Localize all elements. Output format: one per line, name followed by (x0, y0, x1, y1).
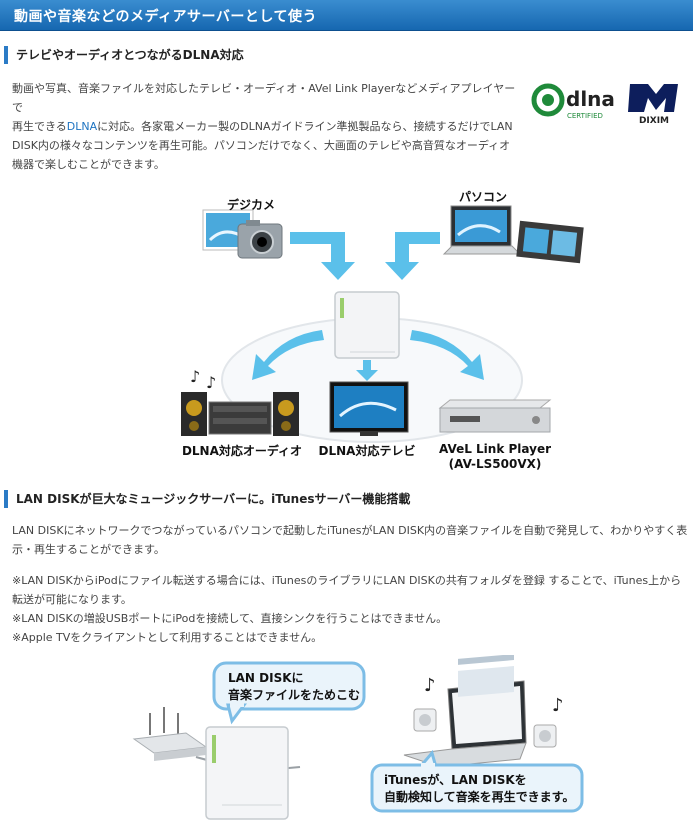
dlna-link[interactable]: DLNA (66, 120, 98, 133)
arrow-disk-to-audio (252, 330, 324, 380)
dixim-logo-word: DIXIM (639, 116, 669, 126)
section-title-itunes: LAN DISKが巨大なミュージックサーバーに。iTunesサーバー機能搭載 (4, 490, 410, 508)
section-title-itunes-text: LAN DISKが巨大なミュージックサーバーに。iTunesサーバー機能搭載 (16, 492, 411, 506)
page-header: 動画や音楽などのメディアサーバーとして使う (0, 0, 693, 31)
player-label-1: AVeL Link Player (438, 442, 552, 456)
speaker-left-icon (413, 708, 437, 732)
itunes-desc-line2: 示・再生することができます。 (12, 543, 165, 556)
dlna-diagram: ♪ ♪ (0, 180, 693, 470)
avel-player-icon (438, 399, 552, 433)
dlna-desc-line2: 再生できるDLNAに対応。各家電メーカー製のDLNAガイドライン準拠製品なら、接… (12, 117, 522, 136)
bubble-lan-disk: LAN DISKに 音楽ファイルをためこむ (212, 661, 366, 725)
pc-icon (442, 205, 522, 255)
camera-label: デジカメ (226, 198, 275, 212)
note3: ※Apple TVをクライアントとして利用することはできません。 (12, 631, 323, 644)
player-label-2: (AV-LS500VX) (448, 457, 542, 471)
note2: ※LAN DISKの増設USBポートにiPodを接続して、直接シンクを行うことは… (12, 612, 448, 625)
music-note-icon-4: ♪ (552, 695, 564, 716)
laptop-itunes-icon (403, 655, 527, 768)
dlna-desc-line4: 機器で楽しむことができます。 (12, 158, 165, 171)
dlna-desc-line1: 動画や写真、音楽ファイルを対応したテレビ・オーディオ・AVel Link Pla… (12, 82, 516, 114)
tv-icon (329, 381, 409, 436)
itunes-description: LAN DISKにネットワークでつながっているパソコンで起動したiTunesがL… (12, 521, 688, 559)
audio-system-icon (181, 392, 299, 436)
dlna-description: 動画や写真、音楽ファイルを対応したテレビ・オーディオ・AVel Link Pla… (12, 79, 522, 174)
arrow-disk-to-tv (356, 360, 378, 381)
arrow-camera-to-disk (290, 232, 355, 280)
note1-line1: ※LAN DISKからiPodにファイル転送する場合には、iTunesのライブラ… (12, 574, 682, 587)
dixim-logo: DIXIM (626, 80, 682, 126)
film-strip-icon (516, 220, 584, 264)
music-note-icon-2: ♪ (206, 373, 216, 392)
audio-label: DLNA対応オーディオ (181, 444, 303, 458)
note1-line2: 転送が可能になります。 (12, 593, 132, 606)
bubble1-line2: 音楽ファイルをためこむ (228, 687, 360, 702)
lan-disk-device-icon (334, 291, 400, 359)
dlna-desc-line2-post: に対応。各家電メーカー製のDLNAガイドライン準拠製品なら、接続するだけでLAN (97, 120, 513, 133)
camera-icon (237, 220, 283, 259)
speaker-right-icon (533, 724, 557, 748)
section-title-dlna-text: テレビやオーディオとつながるDLNA対応 (16, 48, 244, 62)
section-title-dlna: テレビやオーディオとつながるDLNA対応 (4, 46, 244, 64)
bubble2-line1: iTunesが、LAN DISKを (384, 772, 527, 787)
page-title: 動画や音楽などのメディアサーバーとして使う (14, 9, 317, 25)
router-icon (132, 707, 208, 761)
arrow-pc-to-disk (385, 232, 440, 280)
dlna-desc-line3: DISK内の様々なコンテンツを再生可能。パソコンだけでなく、大画面のテレビや高音… (12, 139, 511, 152)
bubble1-line1: LAN DISKに (228, 671, 304, 685)
itunes-desc-line1: LAN DISKにネットワークでつながっているパソコンで起動したiTunesがL… (12, 524, 688, 537)
itunes-diagram: LAN DISKに 音楽ファイルをためこむ ♪ ♪ (0, 655, 693, 820)
lan-disk-device-icon-2 (205, 726, 289, 820)
dlna-desc-line2-pre: 再生できる (12, 120, 67, 133)
music-note-icon: ♪ (190, 367, 200, 386)
itunes-notes: ※LAN DISKからiPodにファイル転送する場合には、iTunesのライブラ… (12, 571, 688, 647)
music-note-icon-3: ♪ (424, 675, 436, 696)
bubble2-line2: 自動検知して音楽を再生できます。 (384, 789, 574, 804)
dlna-logo-sub: CERTIFIED (567, 112, 603, 120)
dlna-certified-logo: dlna CERTIFIED (530, 80, 620, 122)
tv-label: DLNA対応テレビ (318, 444, 416, 458)
bubble-itunes: iTunesが、LAN DISKを 自動検知して音楽を再生できます。 (370, 749, 584, 813)
dlna-logo-word: dlna (566, 87, 615, 111)
arrow-disk-to-player (410, 330, 484, 380)
pc-label: パソコン (458, 190, 507, 204)
